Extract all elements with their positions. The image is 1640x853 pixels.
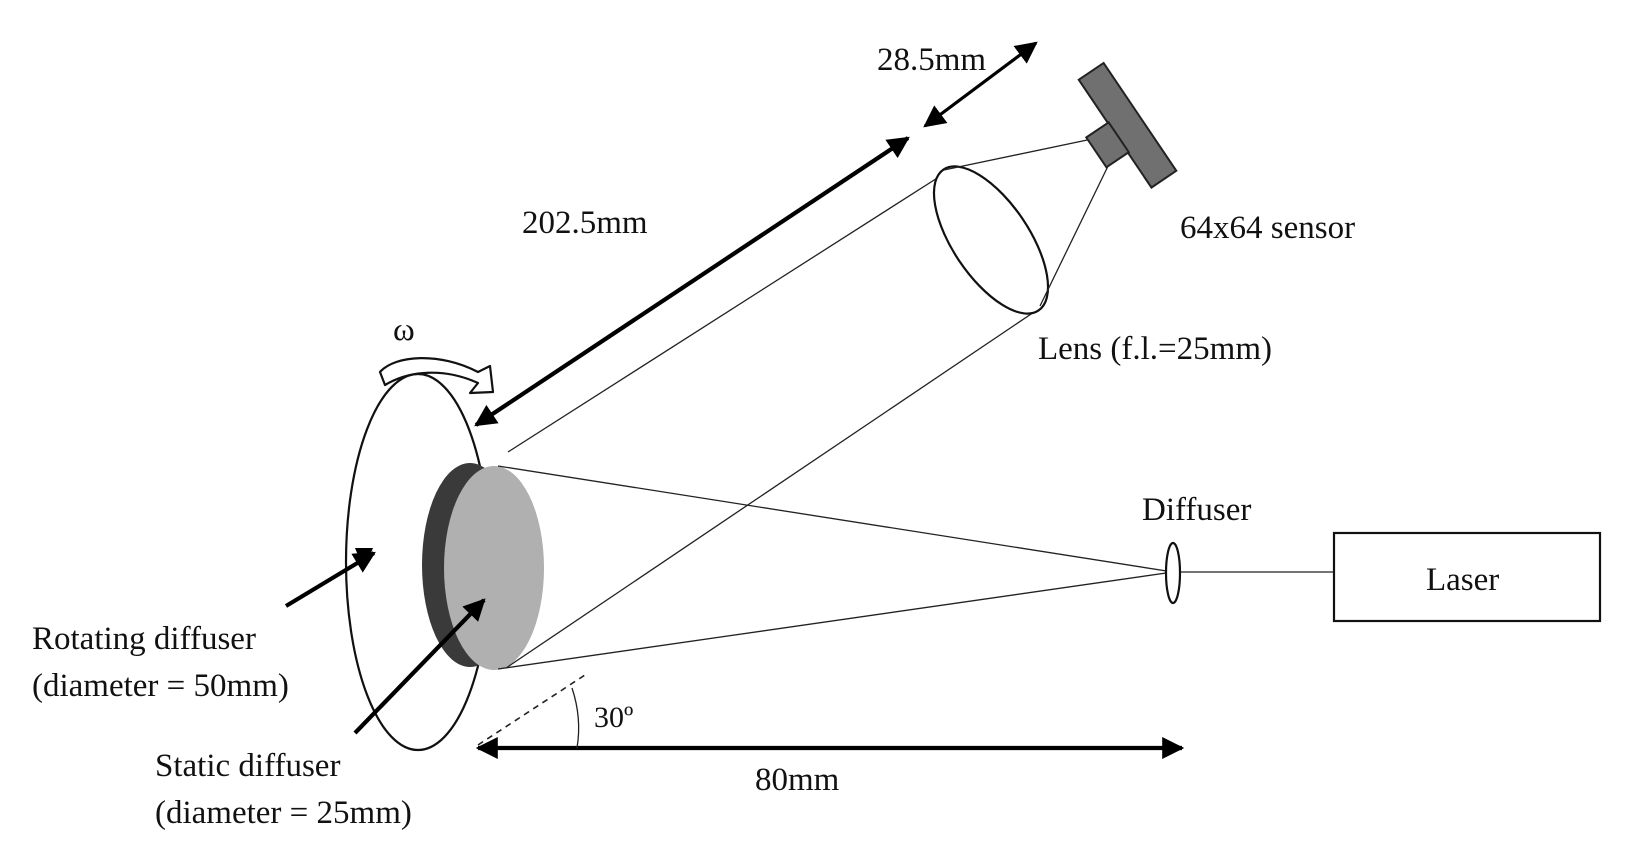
illumination-cone-top <box>497 465 1174 573</box>
label-rotating-diameter: (diameter = 50mm) <box>32 668 289 704</box>
label-diffuser: Diffuser <box>1142 492 1251 528</box>
lens <box>932 165 1050 315</box>
label-omega: ω <box>393 312 415 348</box>
label-28-5mm: 28.5mm <box>877 42 986 78</box>
label-laser: Laser <box>1426 562 1499 598</box>
laser-box <box>1332 531 1602 623</box>
label-202-5mm: 202.5mm <box>522 205 648 241</box>
pointer-arrow-static-diffuser <box>353 598 486 735</box>
label-lens: Lens (f.l.=25mm) <box>1038 331 1272 367</box>
angle-dashed-line <box>477 672 589 746</box>
rotation-arrow-icon <box>378 357 495 395</box>
dimension-arrow-28-5mm <box>923 41 1038 128</box>
focus-line-lower <box>1039 161 1111 307</box>
angle-arc <box>571 687 580 749</box>
static-diffuser-face <box>444 466 544 670</box>
illumination-cone-bottom <box>497 571 1174 670</box>
label-angle: 30º <box>594 701 633 734</box>
small-diffuser <box>1164 541 1182 605</box>
label-static-diffuser: Static diffuser <box>155 748 340 784</box>
label-static-diameter: (diameter = 25mm) <box>155 795 412 831</box>
sensor-64x64 <box>1077 61 1178 189</box>
label-80mm: 80mm <box>755 762 840 798</box>
label-rotating-diffuser: Rotating diffuser <box>32 621 256 657</box>
view-beam-lower <box>505 307 1041 669</box>
dimension-arrow-202-5mm <box>474 136 910 427</box>
label-sensor: 64x64 sensor <box>1180 210 1355 246</box>
focus-line-upper <box>943 138 1093 171</box>
pointer-arrow-rotating-diffuser <box>284 551 376 608</box>
